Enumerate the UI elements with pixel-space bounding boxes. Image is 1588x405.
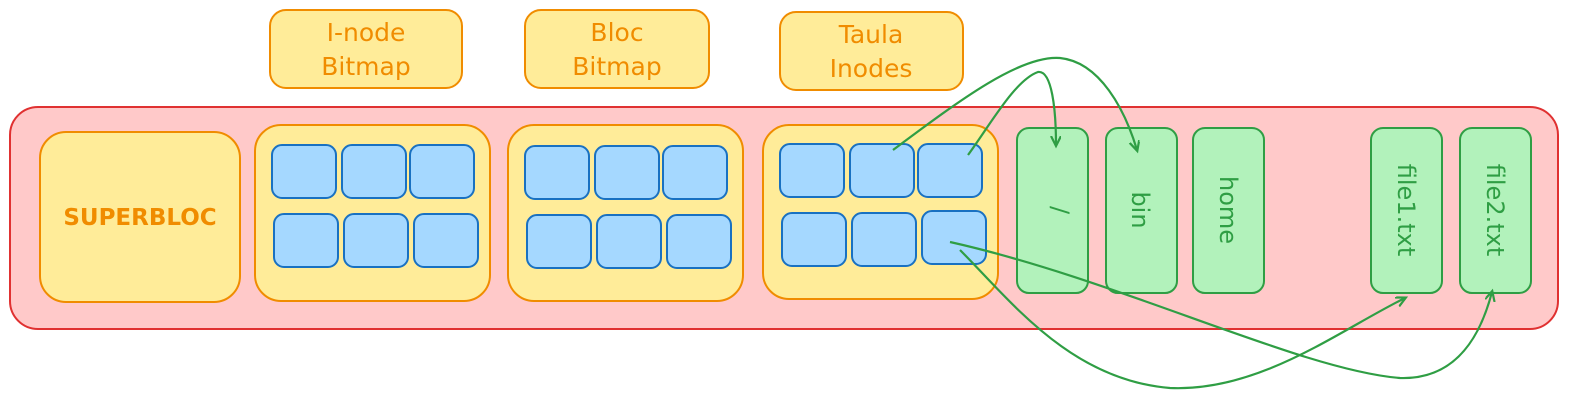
data-block-bin-label: bin bbox=[1126, 191, 1154, 228]
inode-bitmap-cell bbox=[343, 213, 409, 268]
inode-bitmap-cell bbox=[273, 213, 339, 268]
inode-table-cell bbox=[781, 212, 847, 267]
inode-bitmap-cell bbox=[341, 144, 407, 199]
bloc-bitmap-cell bbox=[662, 145, 728, 200]
bloc-bitmap-cell bbox=[666, 214, 732, 269]
data-block-bin: bin bbox=[1105, 127, 1178, 294]
label-inode-bitmap-line1: I-node bbox=[327, 18, 406, 47]
label-bloc-bitmap-line1: Bloc bbox=[590, 18, 643, 47]
label-taula-inodes-line2: Inodes bbox=[830, 54, 913, 83]
label-taula-inodes: Taula Inodes bbox=[779, 11, 964, 91]
inode-bitmap-cell bbox=[409, 144, 475, 199]
label-bloc-bitmap: Bloc Bitmap bbox=[524, 9, 710, 89]
label-inode-bitmap-line2: Bitmap bbox=[321, 52, 410, 81]
inode-bitmap-region bbox=[254, 124, 491, 302]
arrow-inode-to-file1 bbox=[959, 249, 1405, 390]
inode-table-cell bbox=[849, 143, 915, 198]
arrow-inode-to-file2 bbox=[949, 240, 1492, 380]
data-block-file1: file1.txt bbox=[1370, 127, 1443, 294]
label-taula-inodes-line1: Taula bbox=[838, 20, 904, 49]
bloc-bitmap-region bbox=[507, 124, 744, 302]
data-block-file2-label: file2.txt bbox=[1481, 164, 1509, 256]
data-block-home: home bbox=[1192, 127, 1265, 294]
arrow-inode-to-root bbox=[967, 70, 1056, 156]
data-block-file2: file2.txt bbox=[1459, 127, 1532, 294]
inode-table-cell bbox=[779, 143, 845, 198]
superbloc-block: SUPERBLOC bbox=[39, 131, 241, 303]
data-block-root: / bbox=[1016, 127, 1089, 294]
arrow-inode-to-bin bbox=[892, 56, 1137, 150]
inode-table-cell bbox=[851, 212, 917, 267]
label-bloc-bitmap-line2: Bitmap bbox=[572, 52, 661, 81]
inode-bitmap-cell bbox=[271, 144, 337, 199]
inode-bitmap-cell bbox=[413, 213, 479, 268]
inode-table-cell bbox=[917, 143, 983, 198]
data-block-home-label: home bbox=[1214, 176, 1242, 244]
bloc-bitmap-cell bbox=[524, 145, 590, 200]
data-block-file1-label: file1.txt bbox=[1392, 164, 1420, 256]
label-inode-bitmap: I-node Bitmap bbox=[269, 9, 463, 89]
data-block-root-label: / bbox=[1046, 206, 1074, 215]
inode-table-region bbox=[762, 124, 999, 300]
bloc-bitmap-cell bbox=[594, 145, 660, 200]
bloc-bitmap-cell bbox=[526, 214, 592, 269]
bloc-bitmap-cell bbox=[596, 214, 662, 269]
inode-table-cell bbox=[921, 210, 987, 265]
superbloc-label: SUPERBLOC bbox=[63, 205, 216, 231]
